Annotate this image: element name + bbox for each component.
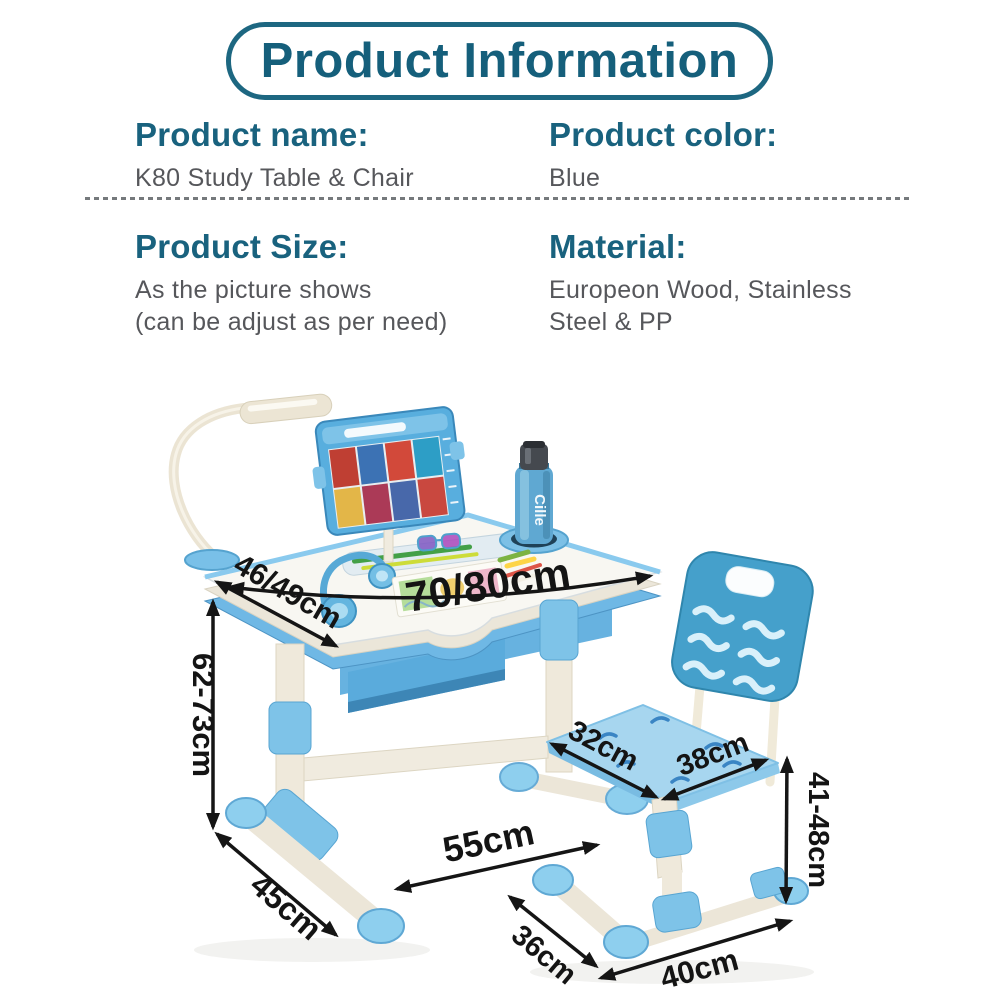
title-box: Product Information xyxy=(226,22,773,100)
dim-chair-base-width-arrow xyxy=(597,918,794,981)
dim-chair-height-label: 41-48cm xyxy=(802,772,834,888)
desk-shadow xyxy=(194,938,430,962)
material-label: Material: xyxy=(549,228,687,265)
backrest-handle xyxy=(725,566,775,598)
product-name-value: K80 Study Table & Chair xyxy=(135,164,414,192)
chair-backrest xyxy=(671,551,814,702)
product-name-label: Product name: xyxy=(135,116,369,153)
dim-chair-base-depth-label: 36cm xyxy=(505,919,582,991)
material-value-line2: Steel & PP xyxy=(549,308,673,336)
dim-seat-width-arrow xyxy=(660,758,770,801)
bottle-brand-label: Cille xyxy=(531,494,548,526)
product-size-value-line2: (can be adjust as per need) xyxy=(135,308,448,336)
dim-chair-base-depth-arrow xyxy=(507,894,599,969)
desk-right-leg xyxy=(539,599,579,661)
section-material: Material: Europeon Wood, Stainless Steel… xyxy=(549,228,949,338)
dim-chair-height-arrow xyxy=(779,755,794,905)
material-value-line1: Europeon Wood, Stainless xyxy=(549,276,852,304)
product-size-label: Product Size: xyxy=(135,228,349,265)
dim-chair-base-width-label: 40cm xyxy=(656,942,742,996)
lamp-base xyxy=(184,549,240,571)
product-color-label: Product color: xyxy=(549,116,778,153)
glasses xyxy=(416,532,462,552)
section-product-size: Product Size: As the picture shows (can … xyxy=(135,228,447,338)
page-title: Product Information xyxy=(260,34,739,88)
desk-lamp xyxy=(168,393,333,571)
product-color-value: Blue xyxy=(549,164,601,192)
water-bottle: Cille xyxy=(499,441,569,554)
dim-desk-height-label: 62-73cm xyxy=(186,653,221,777)
dim-desk-base-arrow xyxy=(214,831,339,938)
dim-gap-arrow xyxy=(393,841,601,893)
dim-desk-depth-arrow xyxy=(213,580,340,648)
dashed-divider xyxy=(85,197,912,200)
dim-seat-depth-arrow xyxy=(548,742,660,799)
book-stand xyxy=(312,406,466,536)
section-product-name: Product name: K80 Study Table & Chair xyxy=(135,116,414,194)
section-product-color: Product color: Blue xyxy=(549,116,777,194)
product-size-value-line1: As the picture shows xyxy=(135,276,372,304)
product-figure: Cille xyxy=(168,393,834,996)
